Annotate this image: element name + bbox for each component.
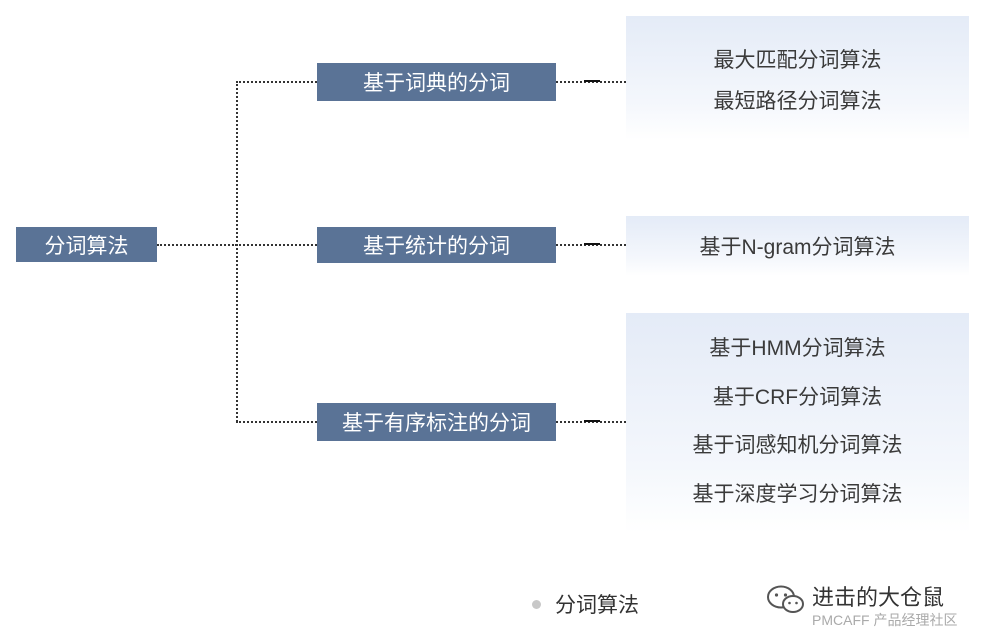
caption-text: 分词算法 bbox=[555, 594, 639, 617]
leaf-connector-2 bbox=[556, 244, 626, 246]
leaf-item: 基于CRF分词算法 bbox=[712, 385, 883, 409]
leaf-item: 基于N-gram分词算法 bbox=[699, 236, 896, 259]
leaf-box-statistics: 基于N-gram分词算法 bbox=[626, 216, 969, 276]
root-connector bbox=[157, 244, 237, 246]
branch-node-label: 基于统计的分词 bbox=[363, 235, 510, 258]
branch-connector-1 bbox=[236, 81, 317, 83]
trunk-connector bbox=[236, 81, 238, 422]
branch-node-dictionary: 基于词典的分词 bbox=[317, 63, 556, 101]
watermark-name: 进击的大仓鼠 bbox=[812, 585, 945, 610]
branch-connector-3 bbox=[236, 421, 317, 423]
root-node-label: 分词算法 bbox=[44, 234, 129, 258]
leaf-item: 基于深度学习分词算法 bbox=[692, 482, 903, 506]
leaf-item: 基于HMM分词算法 bbox=[709, 337, 886, 361]
branch-node-label: 基于有序标注的分词 bbox=[342, 412, 531, 435]
leaf-item: 最短路径分词算法 bbox=[713, 89, 882, 113]
root-node: 分词算法 bbox=[16, 227, 157, 262]
leaf-item: 基于词感知机分词算法 bbox=[692, 434, 903, 458]
leaf-connector-3 bbox=[556, 421, 626, 423]
watermark-subtitle: PMCAFF 产品经理社区 bbox=[812, 612, 958, 628]
branch-node-label: 基于词典的分词 bbox=[363, 72, 510, 95]
leaf-connector-dash-1 bbox=[584, 80, 600, 82]
figure-caption: 分词算法 bbox=[532, 590, 639, 618]
branch-connector-2 bbox=[236, 244, 317, 246]
leaf-box-sequence-labeling: 基于HMM分词算法 基于CRF分词算法 基于词感知机分词算法 基于深度学习分词算… bbox=[626, 313, 969, 533]
branch-node-statistics: 基于统计的分词 bbox=[317, 227, 556, 263]
leaf-connector-1 bbox=[556, 81, 626, 83]
wechat-icon bbox=[767, 585, 804, 613]
leaf-connector-dash-2 bbox=[584, 243, 600, 245]
caption-bullet-icon bbox=[532, 599, 541, 609]
watermark: 进击的大仓鼠 PMCAFF 产品经理社区 bbox=[760, 578, 980, 634]
leaf-item: 最大匹配分词算法 bbox=[713, 48, 882, 72]
leaf-connector-dash-3 bbox=[584, 420, 600, 422]
branch-node-sequence-labeling: 基于有序标注的分词 bbox=[317, 403, 556, 441]
leaf-box-dictionary: 最大匹配分词算法 最短路径分词算法 bbox=[626, 16, 969, 140]
